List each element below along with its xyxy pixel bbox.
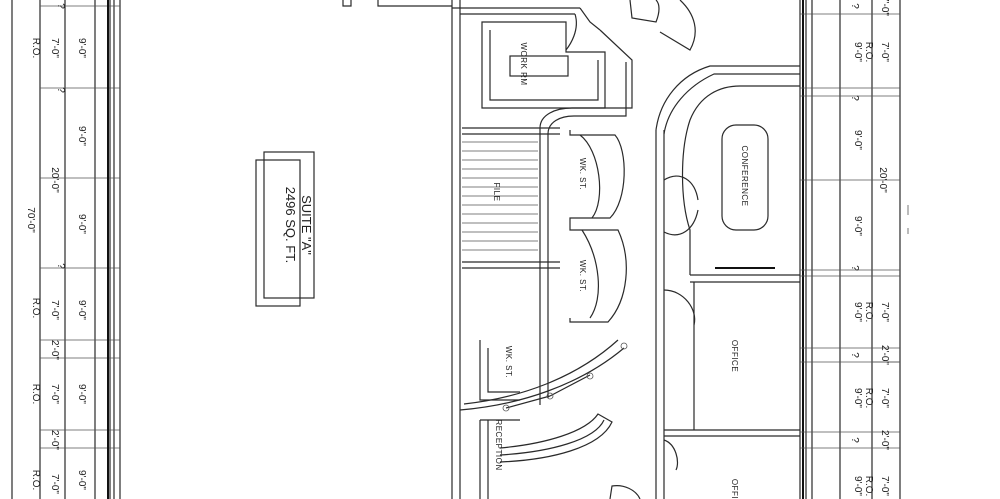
left-bay-width: 2'-0" [49,340,60,360]
left-window-ro: R.O. [30,470,41,491]
left-window-spacing: 9'-0" [76,470,87,490]
right-window-ro: R.O. [863,42,874,63]
left-window-width: 7'-0" [49,474,60,494]
right-bay-width: 2'-0" [879,430,890,450]
right-window-width: 7'-0" [879,476,890,496]
left-bay-width: 2'-0" [49,430,60,450]
right-bay-width: 2'-0" [879,345,890,365]
right-window-wall [799,0,901,499]
left-unknown-dim: ? [55,3,66,9]
door-swings [502,0,699,499]
right-dimension-labels: 20'-0" ? ? ? ? ? R.O. R.O. R.O. R.O. 9'-… [849,0,890,496]
left-window-ro: R.O. [30,38,41,59]
right-window-spacing: 9'-0" [852,42,863,62]
right-window-spacing: 9'-0" [852,302,863,322]
right-unknown-dim: ? [849,265,860,271]
interior-walls [451,0,800,499]
right-window-width: 7'-0" [879,0,890,16]
right-window-ro: R.O. [863,302,874,323]
right-window-spacing: 9'-0" [852,216,863,236]
room-label-reception: RECEPTION [494,419,503,470]
right-unknown-dim: ? [849,352,860,358]
right-window-spacing: 9'-0" [852,130,863,150]
room-label-file: FILE [492,183,501,202]
room-labels: WORK RM CONFERENCE FILE WK. ST. WK. ST. … [492,42,749,499]
right-unknown-dim: ? [849,437,860,443]
room-label-work-rm: WORK RM [519,42,528,85]
file-shelving [462,141,538,251]
room-label-wk-st: WK. ST. [578,260,587,292]
suite-label-box: SUITE "A" 2496 SQ. FT. [255,151,315,307]
left-window-wall [11,0,121,499]
left-dimension-labels: 70'-0" 20'-0" ? ? ? R.O. R.O. R.O. R.O. … [25,3,87,494]
right-window-width: 7'-0" [879,42,890,62]
right-window-ro: R.O. [863,476,874,497]
right-unknown-dim: ? [849,3,860,9]
left-window-width: 7'-0" [49,300,60,320]
left-window-spacing: 9'-0" [76,300,87,320]
left-window-spacing: 9'-0" [76,214,87,234]
right-window-spacing: 9'-0" [852,388,863,408]
room-label-office: OFFICE [730,479,739,499]
right-overall-dimension: 20'-0" [877,167,888,193]
room-label-office: OFFICE [730,340,739,372]
left-window-width: 7'-0" [49,38,60,58]
suite-area: 2496 SQ. FT. [283,187,298,264]
right-window-width: 7'-0" [879,302,890,322]
right-window-spacing: 9'-0" [852,476,863,496]
left-window-spacing: 9'-0" [76,126,87,146]
left-mid-dimension: 20'-0" [49,167,60,193]
left-unknown-dim: ? [55,263,66,269]
left-window-spacing: 9'-0" [76,384,87,404]
left-window-width: 7'-0" [49,384,60,404]
right-window-width: 7'-0" [879,388,890,408]
room-label-conference: CONFERENCE [740,145,749,206]
room-label-wk-st: WK. ST. [504,346,513,378]
left-unknown-dim: ? [55,87,66,93]
right-window-ro: R.O. [863,388,874,409]
left-window-spacing: 9'-0" [76,38,87,58]
left-overall-dimension: 70'-0" [25,207,36,233]
room-label-wk-st: WK. ST. [578,158,587,190]
left-window-ro: R.O. [30,384,41,405]
left-window-ro: R.O. [30,298,41,319]
suite-name: SUITE "A" [299,195,314,255]
right-unknown-dim: ? [849,95,860,101]
